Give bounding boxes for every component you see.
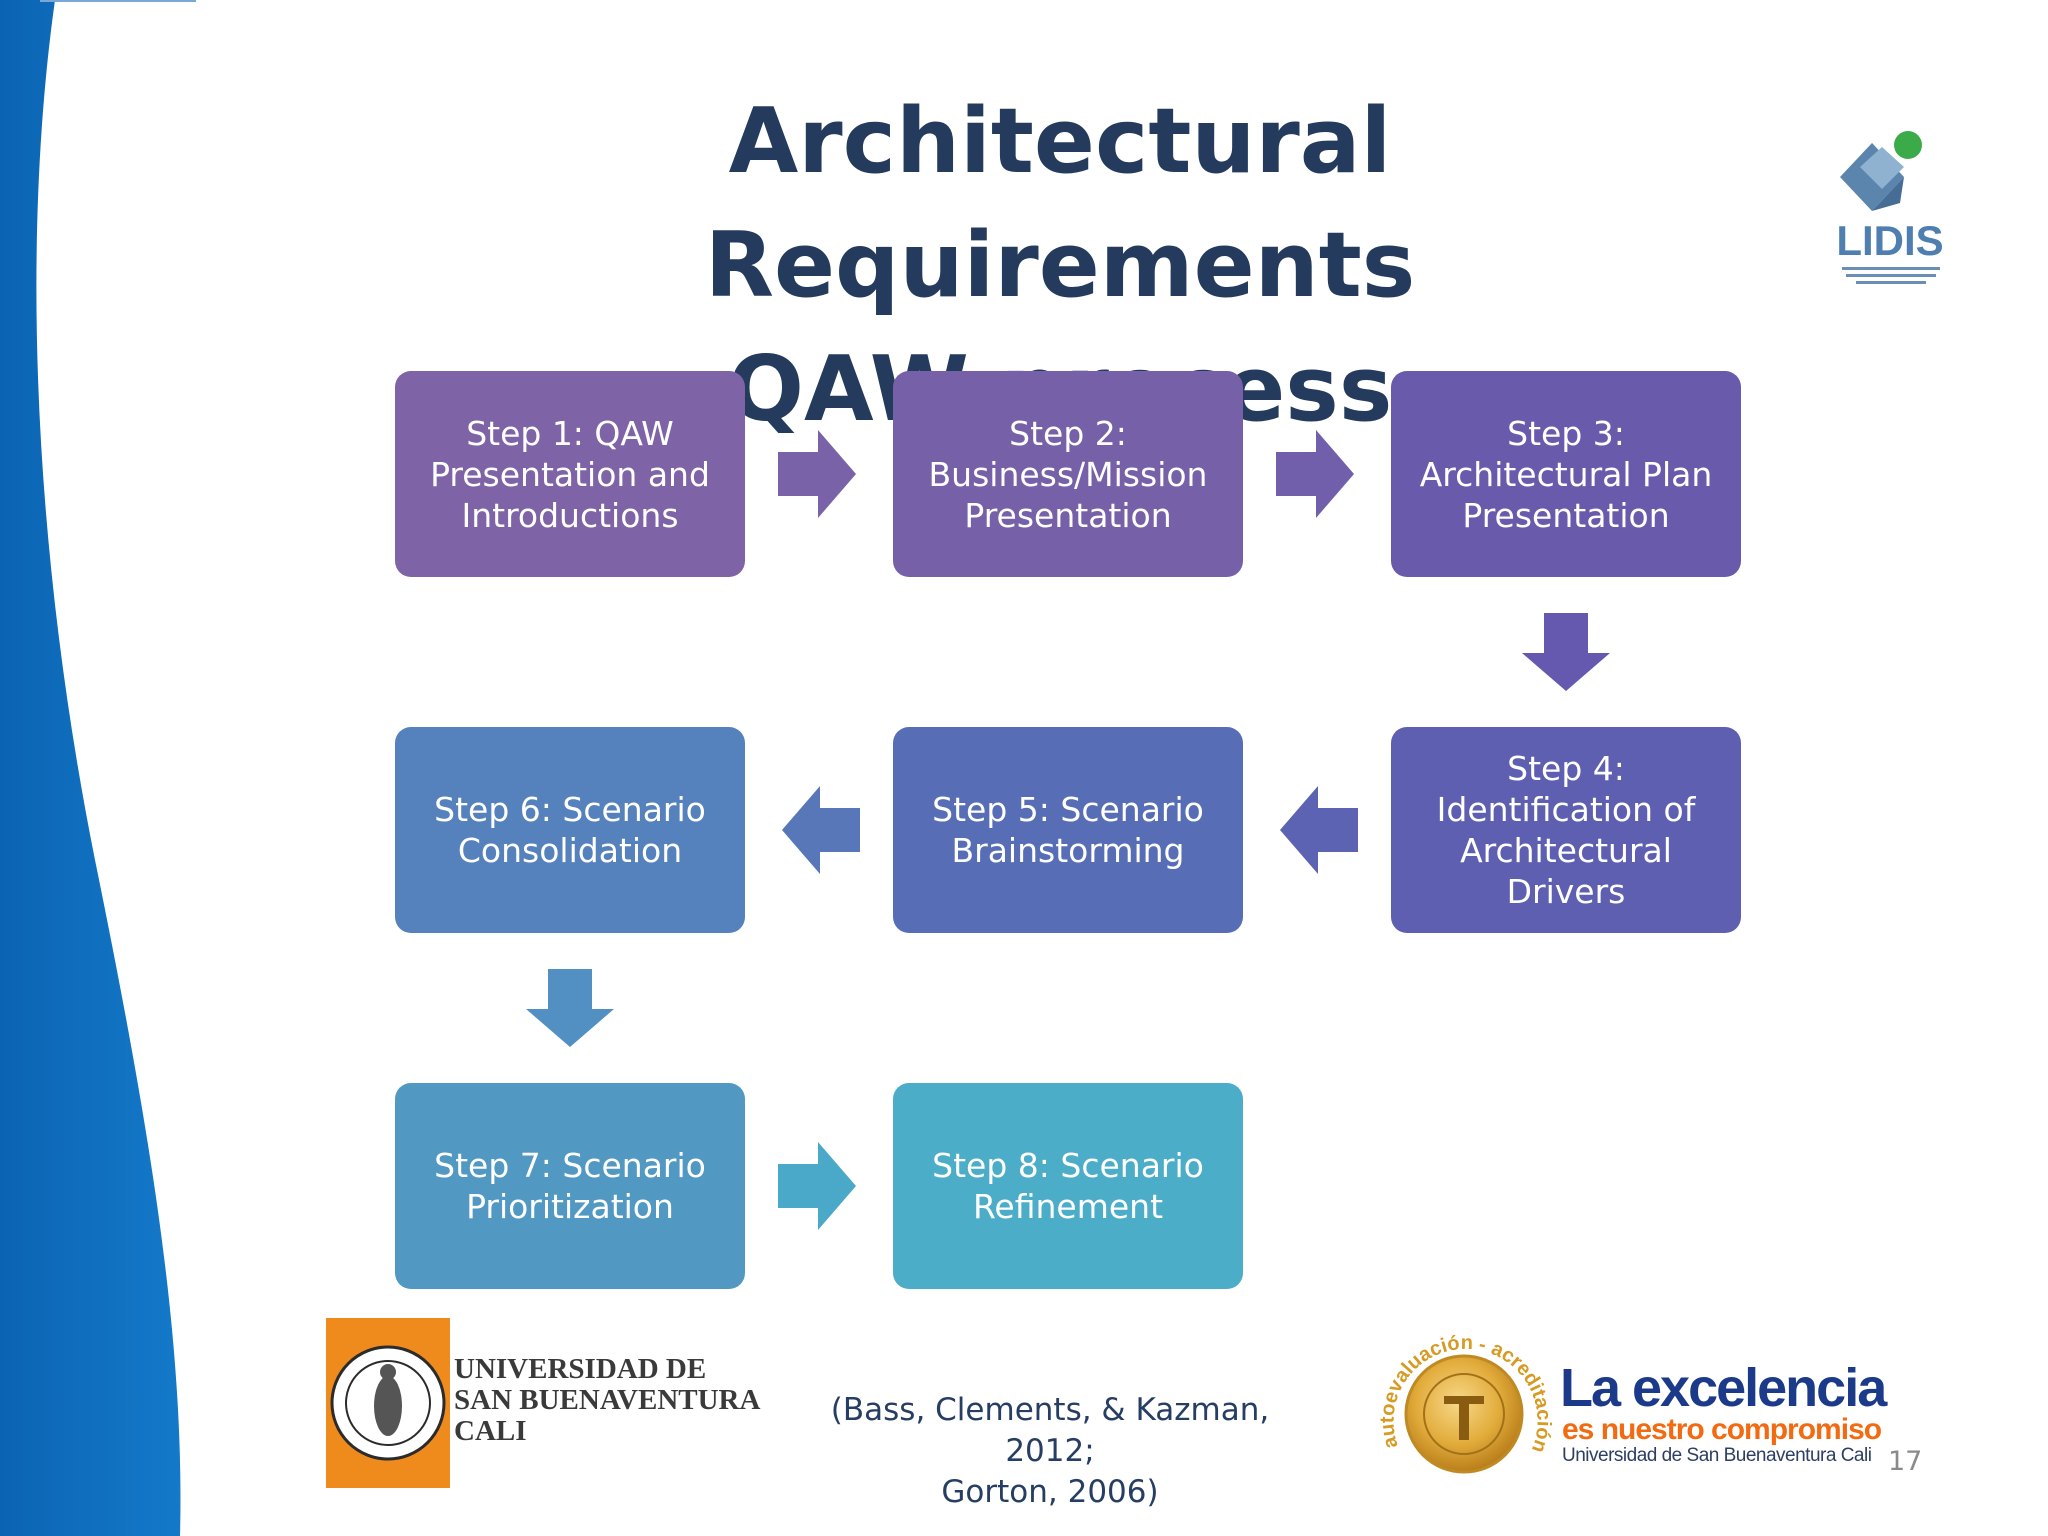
step-5-label: Step 5: Scenario Brainstorming: [932, 790, 1204, 870]
arrow-left-icon: [782, 786, 860, 874]
usb-name-line-3: CALI: [454, 1415, 527, 1447]
step-3-box: Step 3: Architectural Plan Presentation: [1391, 371, 1741, 577]
step-3-label: Step 3: Architectural Plan Presentation: [1419, 413, 1713, 535]
step-4-box: Step 4: Identification of Architectural …: [1391, 727, 1741, 933]
arrow-right-icon: [778, 430, 856, 518]
lidis-wordmark: LIDIS: [1836, 217, 1943, 264]
citation-line-1: (Bass, Clements, & Kazman, 2012;: [830, 1392, 1270, 1469]
step-6-box: Step 6: Scenario Consolidation: [395, 727, 745, 933]
step-8-label: Step 8: Scenario Refinement: [932, 1146, 1204, 1226]
arrow-left-icon: [1280, 786, 1358, 874]
university-seal-icon: [326, 1318, 450, 1488]
slogan-institution: Universidad de San Buenaventura Cali: [1562, 1445, 1872, 1466]
slogan-tagline: es nuestro compromiso: [1562, 1413, 1882, 1446]
arrow-right-icon: [778, 1142, 856, 1230]
citation: (Bass, Clements, & Kazman, 2012; Gorton,…: [800, 1390, 1300, 1513]
step-2-box: Step 2: Business/Mission Presentation: [893, 371, 1243, 577]
arrow-right-icon: [1276, 430, 1354, 518]
step-4-label: Step 4: Identification of Architectural …: [1436, 749, 1696, 911]
accreditation-seal-icon: autoevaluación - acreditación: [1376, 1332, 1555, 1474]
arrow-down-icon: [1522, 613, 1610, 691]
step-6-label: Step 6: Scenario Consolidation: [434, 790, 706, 870]
step-8-box: Step 8: Scenario Refinement: [893, 1083, 1243, 1289]
universidad-san-buenaventura-logo: UNIVERSIDAD DE SAN BUENAVENTURA CALI: [326, 1318, 760, 1488]
slogan-headline: La excelencia: [1560, 1358, 1887, 1418]
citation-line-2: Gorton, 2006): [941, 1474, 1159, 1510]
page-number: 17: [1888, 1446, 1923, 1477]
lidis-logo: LIDIS: [1836, 131, 1944, 284]
step-7-box: Step 7: Scenario Prioritization: [395, 1083, 745, 1289]
step-5-box: Step 5: Scenario Brainstorming: [893, 727, 1243, 933]
usb-name-line-2: SAN BUENAVENTURA: [454, 1384, 760, 1416]
usb-name-line-1: UNIVERSIDAD DE: [454, 1353, 706, 1385]
step-1-box: Step 1: QAW Presentation and Introductio…: [395, 371, 745, 577]
accreditation-slogan: La excelencia es nuestro compromiso Univ…: [1560, 1360, 1920, 1468]
title-line-1: Architectural Requirements: [704, 89, 1416, 318]
step-7-label: Step 7: Scenario Prioritization: [434, 1146, 706, 1226]
arrow-down-icon: [526, 969, 614, 1047]
lidis-cube-icon: [1840, 131, 1922, 211]
step-2-label: Step 2: Business/Mission Presentation: [928, 413, 1208, 535]
step-1-label: Step 1: QAW Presentation and Introductio…: [430, 413, 710, 535]
decorative-blue-swoosh: [0, 0, 196, 1536]
